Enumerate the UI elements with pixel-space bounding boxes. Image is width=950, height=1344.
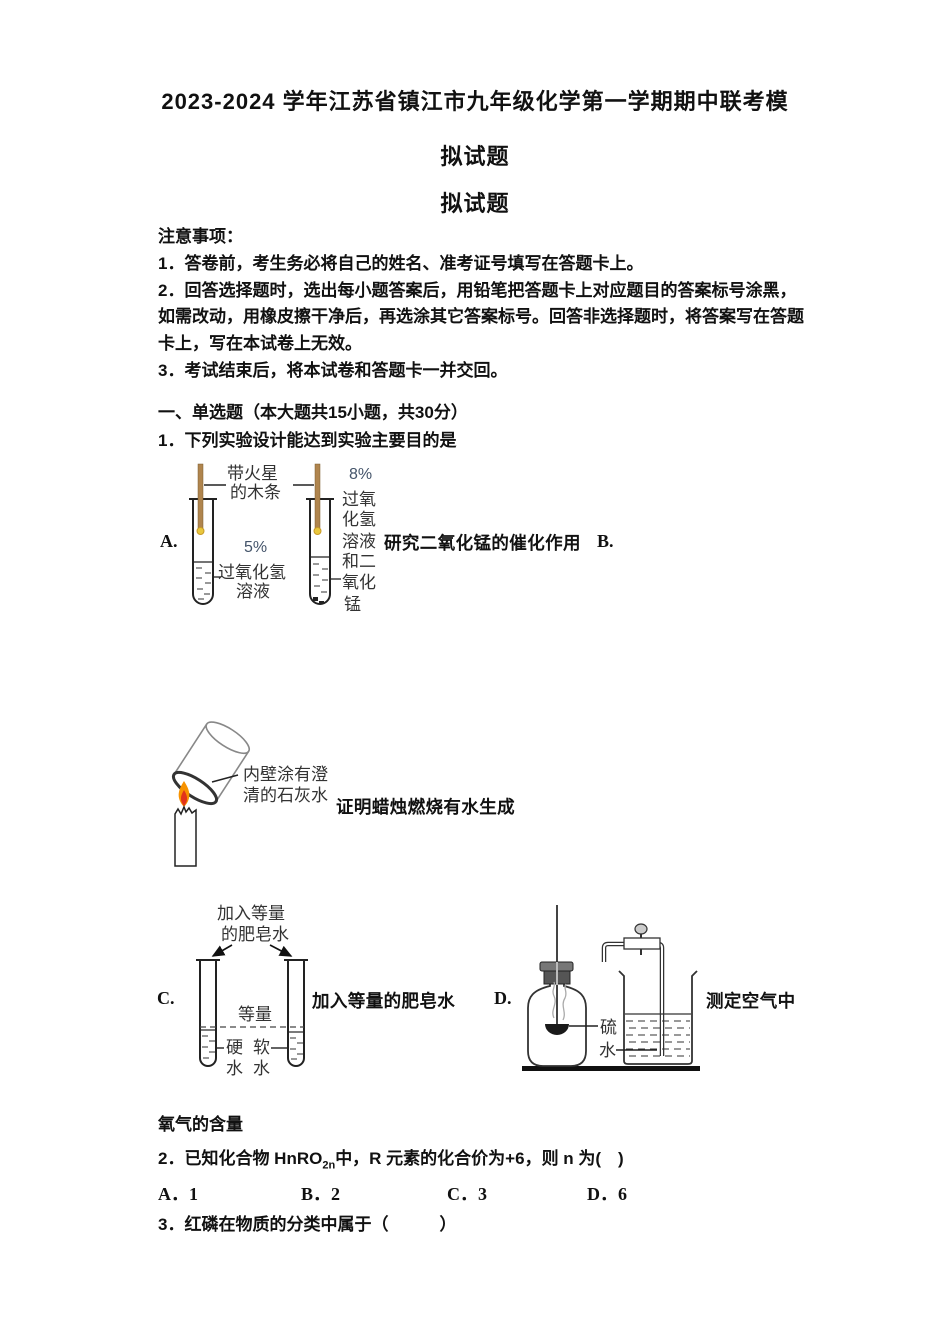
right-solution-label: 过氧 <box>342 490 376 509</box>
beaker <box>618 970 698 1065</box>
right-solution-label: 氧化 <box>342 573 376 592</box>
splint-label-line2: 的木条 <box>230 483 281 502</box>
water-label: 水 <box>599 1041 616 1060</box>
option-a-letter: A. <box>160 531 178 551</box>
left-solution-label-line1: 过氧化氢 <box>218 563 286 582</box>
page-title-line1: 2023-2024 学年江苏省镇江市九年级化学第一学期期中联考模 <box>161 89 789 114</box>
q2-option-b: B．2 <box>301 1184 341 1204</box>
soft-water-label: 软 <box>253 1038 270 1057</box>
notes-line: 2．回答选择题时，选出每小题答案后，用铅笔把答题卡上对应题目的答案标号涂黑， <box>158 280 797 300</box>
notes-block: 注意事项： 1．答卷前，考生务必将自己的姓名、准考证号填写在答题卡上。 2．回答… <box>158 224 848 385</box>
question-3-text: 3．红磷在物质的分类中属于（ ） <box>158 1215 457 1234</box>
option-d-description: 测定空气中 <box>706 991 796 1011</box>
wood-splint <box>197 463 204 529</box>
right-solution-label: 和二 <box>342 552 376 571</box>
soap-label-line1: 加入等量 <box>217 904 285 923</box>
notes-heading: 注意事项： <box>158 227 243 246</box>
option-c-description: 加入等量的肥皂水 <box>312 991 456 1011</box>
equal-amount-label: 等量 <box>238 1005 272 1024</box>
notes-line: 3．考试结束后，将本试卷和答题卡一并交回。 <box>158 360 508 380</box>
test-tube-hard-water <box>199 960 217 1067</box>
right-solution-label: 锰 <box>344 595 361 614</box>
splint-spark <box>196 527 205 535</box>
option-b-diagram: 内壁涂有澄 清的石灰水 <box>171 721 328 867</box>
test-tube <box>192 499 214 605</box>
hard-water-label: 水 <box>226 1059 243 1078</box>
q2-option-a: A．1 <box>158 1184 198 1204</box>
combustion-spoon <box>545 1024 569 1035</box>
left-concentration-label: 5% <box>244 539 267 556</box>
option-b-letter: B. <box>597 531 614 551</box>
notes-line: 1．答卷前，考生务必将自己的姓名、准考证号填写在答题卡上。 <box>158 253 644 273</box>
soap-label-line2: 的肥皂水 <box>221 925 289 944</box>
option-b-description: 证明蜡烛燃烧有水生成 <box>336 797 515 817</box>
q2-formula-subscript: 2n <box>322 1159 336 1172</box>
cup-label-line1: 内壁涂有澄 <box>243 765 328 784</box>
option-d-diagram: 硫 水 <box>522 905 700 1071</box>
q2-prefix: 2．已知化合物 HnRO <box>158 1149 323 1168</box>
option-a-diagram: 带火星 的木条 5% 过氧化氢 溶液 8% 过氧 化氢 溶液 和二 氧化 锰 <box>189 463 376 614</box>
cup-label-line2: 清的石灰水 <box>243 786 328 805</box>
bench-line <box>522 1066 700 1071</box>
option-c-diagram: 加入等量 的肥皂水 等量 硬 水 软 水 <box>196 904 308 1078</box>
gas-bottle <box>527 980 587 1067</box>
left-solution-label-line2: 溶液 <box>236 582 270 601</box>
sulfur-label: 硫 <box>600 1018 617 1037</box>
splint-label-line1: 带火星 <box>227 464 278 483</box>
q2-option-d: D．6 <box>587 1184 627 1204</box>
section-heading: 一、单选题（本大题共15小题，共30分） <box>158 403 468 422</box>
option-d-description-continued: 氧气的含量 <box>158 1115 243 1134</box>
wood-splint <box>314 463 321 529</box>
delivery-tube <box>601 941 665 1056</box>
hard-water-label: 硬 <box>226 1038 243 1057</box>
right-concentration-label: 8% <box>349 466 372 483</box>
page-title-line2: 拟试题 <box>440 144 510 169</box>
notes-line: 卡上，写在本试卷上无效。 <box>158 334 362 354</box>
option-a-description: 研究二氧化锰的催化作用 <box>384 533 581 553</box>
candle <box>174 805 197 867</box>
test-tube-soft-water <box>287 960 305 1067</box>
option-c-letter: C. <box>157 988 175 1008</box>
right-solution-label: 化氢 <box>342 510 376 529</box>
option-d-letter: D. <box>494 988 512 1008</box>
notes-line: 如需改动，用橡皮擦干净后，再选涂其它答案标号。回答非选择题时，将答案写在答题 <box>158 307 804 327</box>
soft-water-label: 水 <box>253 1059 270 1078</box>
page-title-duplicate: 拟试题 <box>440 191 510 216</box>
q2-option-c: C．3 <box>447 1184 487 1204</box>
pinch-valve <box>623 937 661 950</box>
question-1-text: 1．下列实验设计能达到实验主要目的是 <box>158 431 457 450</box>
question-2-text: 2．已知化合物 HnRO2n中，R 元素的化合价为+6，则 n 为( ) <box>158 1144 624 1171</box>
q2-suffix: 中，R 元素的化合价为+6，则 n 为( ) <box>335 1149 624 1168</box>
splint-spark <box>313 527 322 535</box>
right-solution-label: 溶液 <box>342 532 376 551</box>
